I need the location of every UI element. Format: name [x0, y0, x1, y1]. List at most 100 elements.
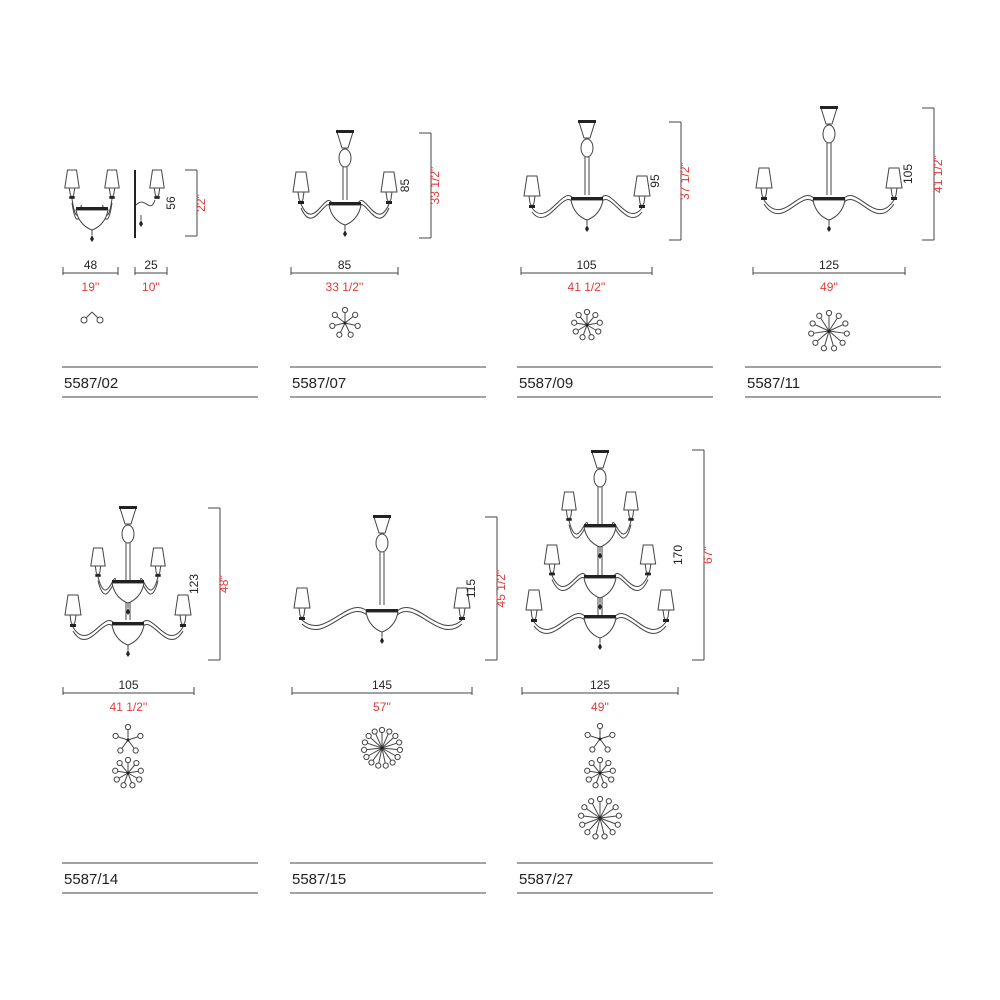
crystal-drop-icon: [598, 638, 602, 650]
arm-layout-star-icon: [329, 306, 361, 338]
lamp-shade-icon: [453, 587, 471, 621]
star-node: [583, 308, 591, 316]
star-node: [396, 739, 403, 746]
lamp-shade-icon: [543, 544, 561, 576]
stem-knob: [580, 138, 594, 158]
shade-outline: [453, 587, 471, 609]
cup-ring: [69, 196, 75, 199]
star-node: [352, 311, 359, 318]
chandelier-tier: [64, 169, 120, 242]
stem-knob: [593, 468, 607, 488]
arm-left: [72, 624, 117, 640]
star-node: [112, 732, 119, 740]
star-node: [592, 311, 599, 319]
chandelier-tier: [90, 547, 166, 615]
shade-outline: [380, 171, 398, 193]
star-node: [354, 322, 361, 329]
arm-left: [301, 607, 371, 627]
star-node: [614, 821, 621, 828]
center-bowl: [583, 577, 617, 599]
product-code: 5587/07: [292, 375, 346, 392]
stem-knob: [822, 124, 836, 144]
arm-left: [531, 199, 576, 219]
star-ray: [584, 806, 601, 819]
cup-ring: [628, 518, 634, 521]
chandelier-tier: [292, 171, 398, 237]
stem-knob: [338, 148, 352, 168]
star-node: [605, 798, 612, 805]
chandelier-tier: [525, 589, 675, 650]
chandelier-tier: [523, 175, 651, 232]
crystal-drop-icon: [126, 645, 130, 657]
width-dimension: 105 41 1/2'': [62, 678, 195, 714]
height-in-label: 45 1/2'': [494, 570, 508, 608]
width-in-label: 33 1/2'': [326, 280, 364, 294]
ceiling-cup: [373, 516, 391, 534]
height-in-label: 48'': [217, 575, 231, 593]
center-bowl: [111, 582, 145, 604]
star-node: [389, 759, 396, 766]
width-cm-label: 145: [372, 678, 392, 692]
star-node: [820, 345, 828, 352]
star-ray: [599, 817, 613, 833]
star-node: [596, 319, 603, 326]
drop-tip: [585, 225, 589, 232]
cup-ring: [70, 624, 76, 627]
height-cm-label: 105: [901, 164, 915, 184]
arm-right: [393, 611, 463, 631]
ceiling-cup: [820, 107, 838, 125]
shade-outline: [543, 544, 561, 565]
star-node: [365, 732, 372, 740]
star-node: [609, 829, 616, 836]
arm-right: [139, 624, 184, 640]
shade-outline: [150, 547, 166, 567]
width-in-label: 41 1/2'': [110, 700, 148, 714]
shade-outline: [293, 587, 311, 609]
arm-right: [611, 617, 667, 634]
center-bowl: [583, 617, 617, 639]
star-node: [595, 328, 602, 335]
lamp-shade-icon: [623, 491, 639, 522]
star-ray: [599, 817, 606, 837]
chandelier-tier: [293, 587, 471, 644]
lamp-shade-icon: [90, 547, 106, 578]
shade-outline: [561, 491, 577, 511]
star-node: [368, 759, 375, 766]
crystal-drop-icon: [598, 547, 602, 559]
shade-outline: [885, 167, 903, 189]
star-node: [592, 833, 599, 840]
plan-node: [80, 316, 88, 324]
star-node: [585, 776, 592, 783]
height-cm-label: 115: [464, 579, 478, 598]
arm-left: [301, 611, 371, 631]
star-node: [116, 759, 123, 767]
star-node: [113, 776, 120, 783]
drop-tip: [90, 235, 94, 242]
ceiling-cup: [119, 507, 137, 525]
lamp-shade-icon: [293, 587, 311, 621]
arm-layout-two-icon: [80, 311, 104, 324]
star-node: [386, 728, 393, 735]
arm-left: [763, 195, 818, 210]
star-node: [394, 753, 401, 761]
shade-outline: [149, 169, 165, 189]
center-bowl: [111, 624, 145, 646]
crystal-drop-icon: [827, 220, 831, 232]
star-node: [588, 334, 595, 341]
star-node: [392, 732, 399, 740]
width-cm-label: 105: [118, 678, 138, 692]
star-node: [605, 759, 612, 767]
lamp-shade-icon: [104, 169, 120, 200]
star-ray: [594, 817, 601, 837]
drop-tip: [598, 552, 602, 559]
center-stem: [336, 130, 354, 200]
center-stem: [373, 515, 391, 605]
lamp-shade-icon: [639, 544, 657, 576]
